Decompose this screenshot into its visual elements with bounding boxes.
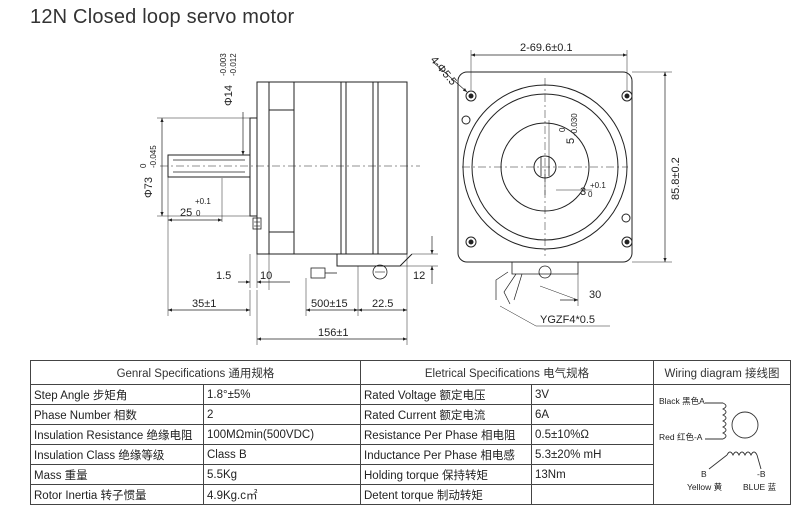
motor-body: [268, 81, 408, 255]
motor-drawing: Φ14 -0.003 -0.012 Φ73 0 -0.045 25 +0.1 0…: [139, 42, 682, 345]
electrical-value: 5.3±20% mH: [531, 444, 654, 465]
boss-dia-tol-up: 0: [139, 163, 148, 168]
wire-red-label: Red 红色-A: [659, 432, 703, 442]
general-label: Phase Number 相数: [30, 404, 204, 425]
table-row: Rotor Inertia 转子惯量 4.9Kg.c㎡ Detent torqu…: [30, 484, 791, 505]
electrical-label: Rated Voltage 额定电压: [360, 384, 532, 405]
body-len-label: 156±1: [318, 327, 349, 339]
general-label: Rotor Inertia 转子惯量: [30, 484, 204, 505]
wire-black-label: Black 黑色A: [659, 396, 705, 406]
shaft-dia-tol-up: -0.003: [219, 53, 228, 76]
coil-icon: [705, 402, 762, 470]
general-value: 2: [203, 404, 361, 425]
electrical-header: Eletrical Specifications 电气规格: [360, 360, 654, 385]
flange-thk-label: 1.5: [216, 270, 231, 282]
general-header: Genral Specifications 通用规格: [30, 360, 361, 385]
spec-table: Genral Specifications 通用规格 Eletrical Spe…: [30, 360, 791, 505]
cable-len-label: 500±15: [311, 298, 348, 310]
key-w-tol-up: 0: [558, 127, 567, 132]
gland-len-label: 22.5: [372, 298, 393, 310]
front-dimensions: [432, 50, 672, 327]
table-row: Insulation Class 绝缘等级 Class B Inductance…: [30, 444, 791, 465]
wire-b-label: B: [701, 469, 707, 479]
general-label: Mass 重量: [30, 464, 204, 485]
mounting-holes: [461, 90, 633, 248]
electrical-value: 6A: [531, 404, 654, 425]
electrical-value: 13Nm: [531, 464, 654, 485]
general-label: Step Angle 步矩角: [30, 384, 204, 405]
general-value: Class B: [203, 444, 361, 465]
key-w-tol-low: -0.030: [570, 113, 579, 136]
front-dimension-labels: 2-69.6±0.1 4-Φ5.5 85.8±0.2 5 0 -0.030 3 …: [428, 42, 682, 326]
table-row: Step Angle 步矩角 1.8°±5% Rated Voltage 额定电…: [30, 384, 791, 505]
table-row: Insulation Resistance 绝缘电阻 100MΩmin(500V…: [30, 424, 791, 445]
general-label: Insulation Class 绝缘等级: [30, 444, 204, 465]
spec-header-row: Genral Specifications 通用规格 Eletrical Spe…: [30, 360, 791, 385]
cable-stub: [310, 267, 326, 279]
electrical-label: Inductance Per Phase 相电感: [360, 444, 532, 465]
general-value: 100MΩmin(500VDC): [203, 424, 361, 445]
side-dimensions: [157, 112, 438, 345]
electrical-label: Rated Current 额定电流: [360, 404, 532, 425]
shaft-dia-tol-low: -0.012: [229, 53, 238, 76]
front-flange-square: [457, 71, 633, 263]
page-title: 12N Closed loop servo motor: [30, 6, 295, 28]
key-h-label: 3: [580, 186, 586, 198]
table-row: Phase Number 相数 2 Rated Current 额定电流 6A: [30, 404, 791, 425]
shaft-len-label: 35±1: [192, 298, 216, 310]
boss-dia-tol-low: -0.045: [149, 145, 158, 168]
key-h-tol-low: 0: [588, 190, 593, 199]
electrical-value: [531, 484, 654, 505]
key-h-tol-up: +0.1: [590, 181, 606, 190]
key-w-label: 5: [565, 138, 577, 144]
side-view: [160, 81, 420, 280]
hole-spacing-label: 2-69.6±0.1: [520, 42, 573, 54]
key-len-tol-up: +0.1: [195, 197, 211, 206]
general-value: 4.9Kg.c㎡: [203, 484, 361, 505]
front-flange: [256, 81, 270, 255]
flange-screw: [252, 217, 262, 230]
electrical-value: 0.5±10%Ω: [531, 424, 654, 445]
boss-dia-label: Φ73: [143, 177, 155, 198]
shaft-dia-label: Φ14: [223, 85, 235, 106]
electrical-label: Holding torque 保持转矩: [360, 464, 532, 485]
holes-label: 4-Φ5.5: [428, 54, 459, 88]
electrical-label: Detent torque 制动转矩: [360, 484, 532, 505]
gland-part-label: YGZF4*0.5: [540, 314, 595, 326]
front-gland: [511, 262, 579, 275]
boss: [249, 117, 258, 217]
front-view: [457, 71, 633, 305]
cable-gland: [336, 253, 413, 267]
key-len-label: 25: [180, 207, 192, 219]
wiring-header: Wiring diagram 接线图: [653, 360, 791, 385]
gland-h-label: 12: [413, 270, 425, 282]
wiring-diagram: Black 黑色A Red 红色-A B Yellow 黄 -B BLUE 蓝: [657, 385, 787, 504]
general-label: Insulation Resistance 绝缘电阻: [30, 424, 204, 445]
wiring-diagram-cell: Black 黑色A Red 红色-A B Yellow 黄 -B BLUE 蓝: [653, 384, 791, 505]
gland-off-label: 30: [589, 289, 601, 301]
wire-blue-label: BLUE 蓝: [743, 482, 777, 492]
flange-size-label: 85.8±0.2: [670, 157, 682, 200]
side-dimension-labels: Φ14 -0.003 -0.012 Φ73 0 -0.045 25 +0.1 0…: [139, 53, 425, 339]
wire-yellow-label: Yellow 黄: [687, 482, 723, 492]
cable-wires: [495, 271, 523, 305]
flange-len-label: 10: [260, 270, 272, 282]
general-value: 5.5Kg: [203, 464, 361, 485]
key-len-tol-low: 0: [196, 209, 201, 218]
general-value: 1.8°±5%: [203, 384, 361, 405]
electrical-label: Resistance Per Phase 相电阻: [360, 424, 532, 445]
electrical-value: 3V: [531, 384, 654, 405]
wire-minus-b-label: -B: [757, 469, 766, 479]
